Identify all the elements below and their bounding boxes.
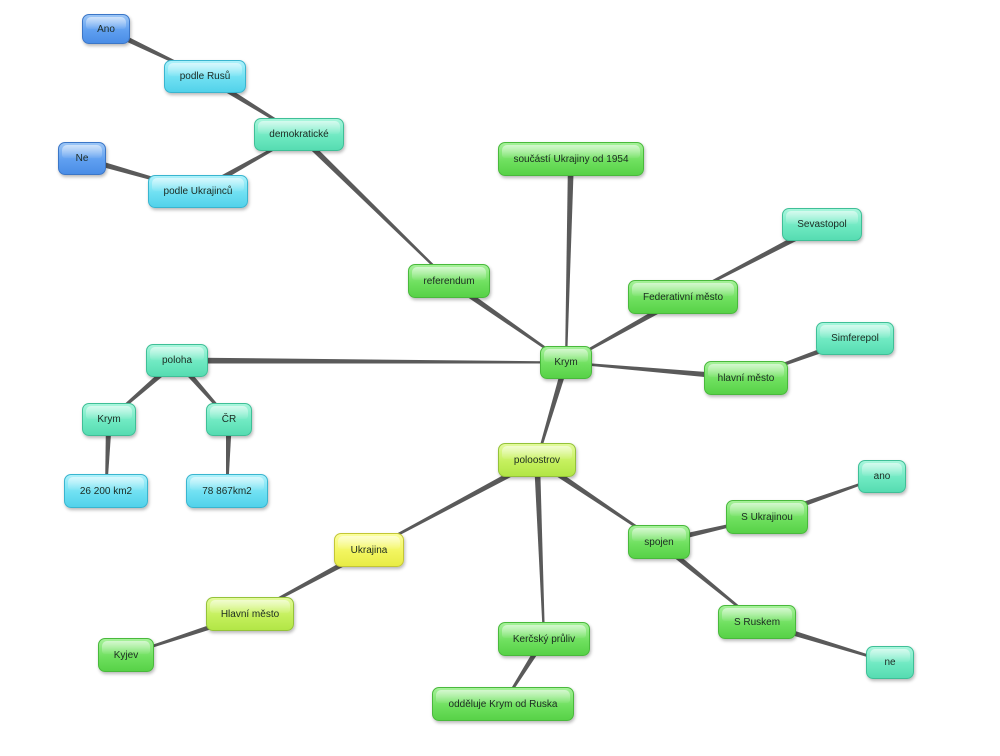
node-ano-right[interactable]: ano bbox=[858, 460, 906, 493]
node-label: S Ukrajinou bbox=[741, 511, 793, 523]
node-label: podle Rusů bbox=[179, 71, 231, 82]
connector-krym_center-poloostrov bbox=[536, 361, 569, 461]
connector-cr-area_cr bbox=[226, 419, 232, 491]
node-label: odděluje Krym od Ruska bbox=[448, 698, 558, 710]
node-label: Krym bbox=[554, 357, 578, 368]
node-hlavni-mesto-ukrajina[interactable]: Hlavní město bbox=[206, 597, 294, 631]
node-krym-center[interactable]: Krym bbox=[540, 346, 592, 379]
node-federativni-mesto[interactable]: Federativní město bbox=[628, 280, 738, 314]
node-label: referendum bbox=[423, 275, 475, 287]
node-ukrajina[interactable]: Ukrajina bbox=[334, 533, 404, 567]
node-s-ruskem[interactable]: S Ruskem bbox=[718, 605, 796, 639]
node-soucasti-ukrajiny[interactable]: součástí Ukrajiny od 1954 bbox=[498, 142, 644, 176]
connector-krym_left-area_krym bbox=[105, 419, 112, 491]
node-demokraticke[interactable]: demokratické bbox=[254, 118, 344, 151]
connector-soucasti-krym_center bbox=[565, 158, 574, 363]
node-oddeluje-krym[interactable]: odděluje Krym od Ruska bbox=[432, 687, 574, 721]
node-label: Kerčský průliv bbox=[512, 633, 576, 645]
node-label: Hlavní město bbox=[220, 608, 280, 620]
node-label: součástí Ukrajiny od 1954 bbox=[513, 153, 629, 165]
node-ano-top[interactable]: Ano bbox=[82, 14, 130, 44]
node-label: Simferepol bbox=[831, 333, 879, 344]
node-podle-ukrajincu[interactable]: podle Ukrajinců bbox=[148, 175, 248, 208]
connector-poloostrov-spojen bbox=[535, 457, 660, 543]
node-label: Ne bbox=[75, 153, 89, 164]
node-sevastopol[interactable]: Sevastopol bbox=[782, 208, 862, 241]
node-s-ukrajinou[interactable]: S Ukrajinou bbox=[726, 500, 808, 534]
node-referendum[interactable]: referendum bbox=[408, 264, 490, 298]
node-label: 26 200 km2 bbox=[79, 485, 133, 497]
connector-poloostrov-ukrajina bbox=[368, 457, 539, 551]
node-area-krym[interactable]: 26 200 km2 bbox=[64, 474, 148, 508]
node-label: hlavní město bbox=[717, 372, 775, 384]
node-label: Sevastopol bbox=[797, 219, 847, 230]
node-podle-rusu[interactable]: podle Rusů bbox=[164, 60, 246, 93]
connector-poloha-krym_center bbox=[177, 357, 566, 364]
node-ne-right[interactable]: ne bbox=[866, 646, 914, 679]
node-label: ano bbox=[873, 471, 891, 482]
connector-hlavni_mesto-krym_center bbox=[565, 361, 747, 381]
node-label: poloha bbox=[161, 355, 193, 366]
connector-referendum-krym_center bbox=[447, 278, 567, 364]
node-hlavni-mesto[interactable]: hlavní město bbox=[704, 361, 788, 395]
node-label: Ukrajina bbox=[350, 544, 388, 556]
connector-demokraticke-referendum bbox=[296, 132, 450, 282]
node-ne-top[interactable]: Ne bbox=[58, 142, 106, 175]
node-kyjev[interactable]: Kyjev bbox=[98, 638, 154, 672]
node-krym-poloha[interactable]: Krym bbox=[82, 403, 136, 436]
node-area-cr[interactable]: 78 867km2 bbox=[186, 474, 268, 508]
node-label: Krym bbox=[97, 414, 121, 425]
node-kercsky-pruliv[interactable]: Kerčský průliv bbox=[498, 622, 590, 656]
node-label: podle Ukrajinců bbox=[163, 186, 233, 197]
connector-spojen-s_ruskem bbox=[657, 539, 758, 623]
node-label: Federativní město bbox=[642, 291, 724, 303]
node-label: ČR bbox=[221, 414, 237, 425]
node-label: 78 867km2 bbox=[202, 485, 252, 497]
node-label: spojen bbox=[644, 536, 674, 548]
node-label: Ano bbox=[97, 23, 115, 35]
connector-poloostrov-kercsky bbox=[534, 459, 545, 639]
node-label: poloostrov bbox=[513, 454, 561, 466]
node-poloha[interactable]: poloha bbox=[146, 344, 208, 377]
node-label: S Ruskem bbox=[733, 616, 781, 628]
node-simferepol[interactable]: Simferepol bbox=[816, 322, 894, 355]
node-cr[interactable]: ČR bbox=[206, 403, 252, 436]
node-label: ne bbox=[884, 657, 896, 668]
node-label: Kyjev bbox=[113, 649, 139, 661]
node-poloostrov[interactable]: poloostrov bbox=[498, 443, 576, 477]
node-spojen[interactable]: spojen bbox=[628, 525, 690, 559]
node-label: demokratické bbox=[269, 129, 329, 140]
